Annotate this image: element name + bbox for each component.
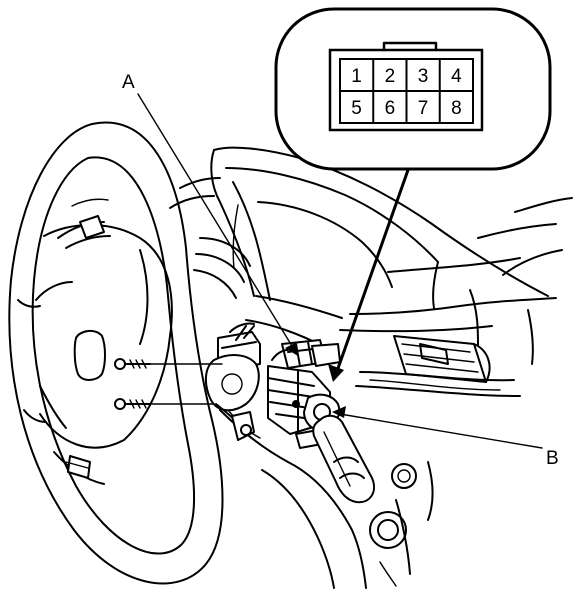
callout-label-a: A bbox=[122, 72, 135, 93]
switch-stalk bbox=[312, 414, 375, 504]
detail-pointer-line bbox=[334, 168, 410, 376]
screw-lower bbox=[114, 398, 151, 410]
pin-8: 8 bbox=[451, 98, 462, 119]
steering-wheel bbox=[8, 121, 224, 585]
pin-4: 4 bbox=[451, 66, 462, 87]
switch-connector bbox=[271, 339, 341, 369]
pin-3: 3 bbox=[418, 66, 429, 87]
cable-reel-assembly bbox=[204, 322, 261, 441]
callout-b-arrowhead bbox=[332, 406, 346, 418]
screw-upper bbox=[114, 358, 151, 370]
dash-knob-upper bbox=[391, 463, 417, 489]
pin-1: 1 bbox=[351, 66, 362, 87]
connector-lock-tab bbox=[382, 41, 438, 52]
connector-face: 1 2 3 4 5 6 7 8 bbox=[328, 41, 484, 132]
callout-a-leader bbox=[137, 93, 293, 347]
connector-detail-callout: 1 2 3 4 5 6 7 8 bbox=[274, 7, 552, 382]
pin-2: 2 bbox=[385, 66, 396, 87]
detail-pointer-arrowhead bbox=[328, 364, 344, 382]
pin-7: 7 bbox=[418, 98, 429, 119]
pin-6: 6 bbox=[385, 98, 396, 119]
pin-5: 5 bbox=[351, 98, 362, 119]
callout-label-b: B bbox=[546, 448, 559, 469]
callout-b-leader bbox=[339, 413, 543, 449]
callout-a-arrowhead bbox=[285, 343, 298, 356]
dashboard-right bbox=[339, 197, 573, 587]
dash-knob-lower bbox=[369, 511, 407, 549]
